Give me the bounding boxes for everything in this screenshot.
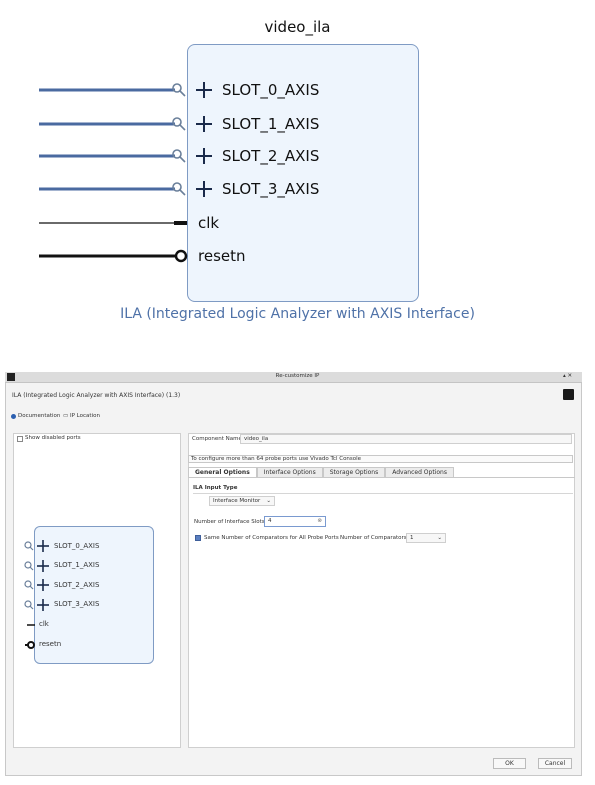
mini-port-icons — [24, 540, 49, 649]
component-name-label: Component Name — [192, 436, 242, 442]
window-title: Re-customize IP — [275, 373, 320, 379]
folder-icon: ▭ — [63, 413, 69, 419]
vendor-logo — [563, 389, 574, 400]
window-controls[interactable]: ▴ ✕ — [563, 373, 573, 379]
cancel-button[interactable]: Cancel — [538, 758, 572, 769]
show-disabled-checkbox[interactable] — [17, 436, 23, 442]
block-caption: ILA (Integrated Logic Analyzer with AXIS… — [120, 306, 475, 322]
num-comparators-label: Number of Comparators — [340, 535, 407, 541]
mini-port-slot2: SLOT_2_AXIS — [54, 581, 100, 589]
ok-button[interactable]: OK — [493, 758, 526, 769]
mini-port-clk: clk — [39, 620, 49, 628]
ip-block[interactable] — [187, 44, 419, 302]
input-type-select[interactable]: Interface Monitor ⌄ — [209, 496, 275, 506]
search-icon — [172, 83, 186, 196]
same-comparators-label: Same Number of Comparators for All Probe… — [204, 535, 339, 541]
tab-bar: General Options Interface Options Storag… — [188, 467, 454, 477]
ip-title: ILA (Integrated Logic Analyzer with AXIS… — [12, 392, 181, 399]
search-icon — [24, 541, 34, 610]
component-name-input[interactable]: video_ila — [240, 434, 572, 444]
num-comparators-select[interactable]: 1 ⌄ — [406, 533, 446, 543]
mini-port-slot3: SLOT_3_AXIS — [54, 600, 100, 608]
mini-port-resetn: resetn — [39, 640, 62, 648]
mini-ip-block[interactable] — [34, 526, 154, 664]
plus-icon — [37, 540, 49, 611]
input-type-value: Interface Monitor — [213, 498, 261, 504]
resetn-bubble — [174, 249, 188, 263]
block-wires — [39, 82, 212, 263]
titlebar — [5, 372, 582, 383]
tab-interface-options[interactable]: Interface Options — [256, 467, 323, 477]
tab-storage-options[interactable]: Storage Options — [322, 467, 386, 477]
plus-icon — [196, 82, 212, 197]
ip-location-link[interactable]: IP Location — [70, 413, 100, 419]
port-clk[interactable]: clk — [198, 214, 220, 232]
port-slot0[interactable]: SLOT_0_AXIS — [222, 81, 320, 99]
documentation-link[interactable]: Documentation — [18, 413, 61, 419]
show-disabled-label: Show disabled ports — [25, 435, 81, 441]
num-slots-input[interactable]: 4 ⊗ — [264, 516, 326, 527]
bus-wires — [39, 88, 175, 191]
info-icon — [11, 414, 16, 419]
port-slot1[interactable]: SLOT_1_AXIS — [222, 115, 320, 133]
num-slots-value: 4 — [268, 518, 272, 524]
num-comparators-value: 1 — [410, 535, 414, 541]
clear-icon[interactable]: ⊗ — [317, 518, 322, 524]
mini-port-slot1: SLOT_1_AXIS — [54, 561, 100, 569]
options-panel — [188, 433, 575, 748]
section-title: ILA Input Type — [193, 485, 238, 491]
chevron-down-icon: ⌄ — [437, 535, 442, 541]
mini-port-slot0: SLOT_0_AXIS — [54, 542, 100, 550]
app-icon — [7, 373, 15, 381]
num-slots-label: Number of Interface Slots — [194, 519, 265, 525]
tab-general-options[interactable]: General Options — [188, 467, 257, 477]
same-comparators-checkbox[interactable] — [195, 535, 201, 541]
port-resetn[interactable]: resetn — [198, 247, 246, 265]
tab-divider — [188, 477, 575, 478]
section-divider — [193, 493, 573, 494]
info-bar: To configure more than 64 probe ports us… — [188, 455, 573, 463]
port-slot3[interactable]: SLOT_3_AXIS — [222, 180, 320, 198]
tab-advanced-options[interactable]: Advanced Options — [385, 467, 454, 477]
port-slot2[interactable]: SLOT_2_AXIS — [222, 147, 320, 165]
chevron-down-icon: ⌄ — [266, 498, 271, 504]
block-title: video_ila — [264, 18, 331, 36]
